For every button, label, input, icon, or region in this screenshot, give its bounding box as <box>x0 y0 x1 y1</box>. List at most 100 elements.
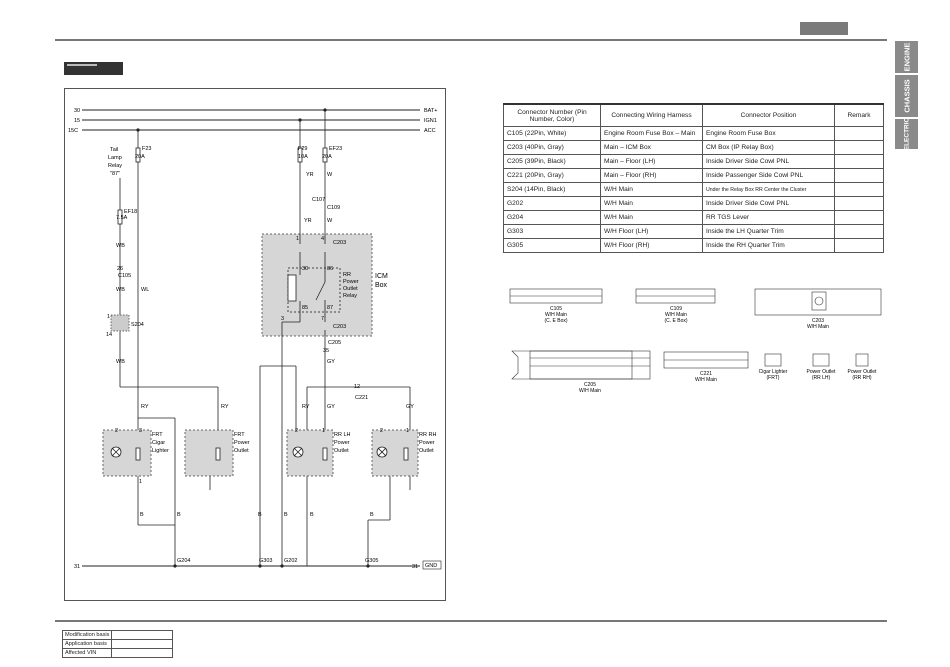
frt-outlet-l2: Power <box>234 440 250 446</box>
cv-c109-name: C109 <box>670 306 682 312</box>
section-badge <box>64 62 123 75</box>
table-row: C105 (22Pin, White)Engine Room Fuse Box … <box>503 126 884 141</box>
fuse-ef23-amp: 20A <box>322 154 332 160</box>
wire-ry-2: RY <box>221 404 229 410</box>
connector-c205: C205 <box>328 340 341 346</box>
info-value <box>111 648 174 658</box>
ground-g204: G204 <box>177 558 190 564</box>
rail-gnd-label: GND <box>425 563 437 569</box>
c205-pin-35: 35 <box>323 348 329 354</box>
wire-w-2: W <box>327 218 333 224</box>
relay-pin-87: 87 <box>327 305 333 311</box>
icm-label-1: ICM <box>375 273 388 280</box>
rrlh-pin-1: 1 <box>322 428 325 434</box>
frt-outlet-l1: FRT <box>234 432 245 438</box>
revision-info-table: Modification basis Application basis Aff… <box>61 630 174 658</box>
wire-b-3: B <box>258 512 262 518</box>
col-harness: Connecting Wiring Harness <box>600 103 703 127</box>
frt-cigar-l1: FRT <box>152 432 163 438</box>
relay-pin-86: 86 <box>327 266 333 272</box>
tab-electric[interactable]: ELECTRIC <box>895 118 918 150</box>
icm-label-2: Box <box>375 282 388 289</box>
wire-gy-3: GY <box>406 404 414 410</box>
gnd-box <box>422 560 442 570</box>
pin-26: 26 <box>117 266 123 272</box>
wire-wb-3: WB <box>116 359 125 365</box>
tab-chassis[interactable]: CHASSIS <box>895 75 918 117</box>
frt-outlet-l3: Outlet <box>234 448 249 454</box>
footer-divider <box>55 620 887 622</box>
rail-30-num: 30 <box>74 108 80 114</box>
relay-label-2: Power <box>343 279 359 285</box>
frt-power-outlet-box <box>184 429 234 477</box>
wire-ry-3: RY <box>302 404 310 410</box>
rail-bat-label: BAT+ <box>424 108 438 114</box>
ground-g305: G305 <box>365 558 378 564</box>
info-label: Application basis <box>61 639 113 649</box>
tab-engine[interactable]: ENGINE <box>895 41 918 73</box>
rail-15-num: 15 <box>74 118 80 124</box>
tail-lamp-l1: Tail <box>110 147 118 153</box>
connector-c107: C107 <box>312 197 325 203</box>
icm-box <box>261 233 373 337</box>
cv-c221-name: C221 <box>700 371 712 377</box>
cv-c221-sub1: W/H Main <box>695 377 717 383</box>
rail-31-num-right: 31 <box>412 564 418 570</box>
cv-cigar-sub1: (FRT) <box>767 375 780 381</box>
cv-c105-name: C105 <box>550 306 562 312</box>
icm-c203-bottom: C203 <box>333 324 346 330</box>
rr-lh-l3: Outlet <box>334 448 349 454</box>
icm-pin-4: 4 <box>321 236 324 242</box>
cv-outlet-rh-sub1: (RR RH) <box>852 375 871 381</box>
info-label: Affected VIN <box>61 648 113 658</box>
connector-views <box>509 288 882 380</box>
info-label: Modification basis <box>61 630 113 640</box>
rr-lh-l1: RR LH <box>334 432 351 438</box>
cv-c105-sub2: (C. E Box) <box>544 318 567 324</box>
tail-lamp-l2: Lamp <box>108 155 122 161</box>
cv-c109-sub2: (C. E Box) <box>664 318 687 324</box>
cigar-pin-1: 1 <box>139 479 142 485</box>
icm-pin-1: 1 <box>296 236 299 242</box>
header-grey-block <box>800 22 848 35</box>
cv-c109-sub1: W/H Main <box>665 312 687 318</box>
table-row: Modification basis <box>61 630 174 640</box>
connector-c109: C109 <box>327 205 340 211</box>
relay-label-4: Relay <box>343 293 357 299</box>
col-position: Connector Position <box>702 103 835 127</box>
table-row: Application basis <box>61 639 174 649</box>
icm-pin-7: 7 <box>321 316 324 322</box>
rail-ign-label: IGN1 <box>424 118 437 124</box>
rail-acc-label: ACC <box>424 128 436 134</box>
cv-c203-sub1: W/H Main <box>807 324 829 330</box>
fuse-f23-name: F23 <box>142 146 151 152</box>
icm-pin-3: 3 <box>281 316 284 322</box>
rrrh-pin-2: 2 <box>380 428 383 434</box>
wire-b-5: B <box>310 512 314 518</box>
fuse-f29-name: F29 <box>298 146 307 152</box>
icm-c203-top: C203 <box>333 240 346 246</box>
connector-c105: C105 <box>118 273 131 279</box>
info-value <box>111 639 174 649</box>
wire-ry-1: RY <box>141 404 149 410</box>
ground-g202: G202 <box>284 558 297 564</box>
cv-c203-name: C203 <box>812 318 824 324</box>
fuse-ef23-name: EF23 <box>329 146 342 152</box>
relay-pin-30: 30 <box>302 266 308 272</box>
table-row: C221 (20Pin, Gray)Main – Floor (RH)Insid… <box>503 168 884 183</box>
wire-gy-1: GY <box>327 359 335 365</box>
fuse-f29-amp: 10A <box>298 154 308 160</box>
wire-wb-1: WB <box>116 243 125 249</box>
cigar-pin-3: 3 <box>139 428 142 434</box>
fuse-ef18-amp: 7.5A <box>116 215 128 221</box>
rr-lh-l2: Power <box>334 440 350 446</box>
rr-rh-l2: Power <box>419 440 435 446</box>
wire-b-4: B <box>284 512 288 518</box>
connector-table: Connector Number (Pin Number, Color) Con… <box>503 103 884 253</box>
wire-w-1: W <box>327 172 333 178</box>
